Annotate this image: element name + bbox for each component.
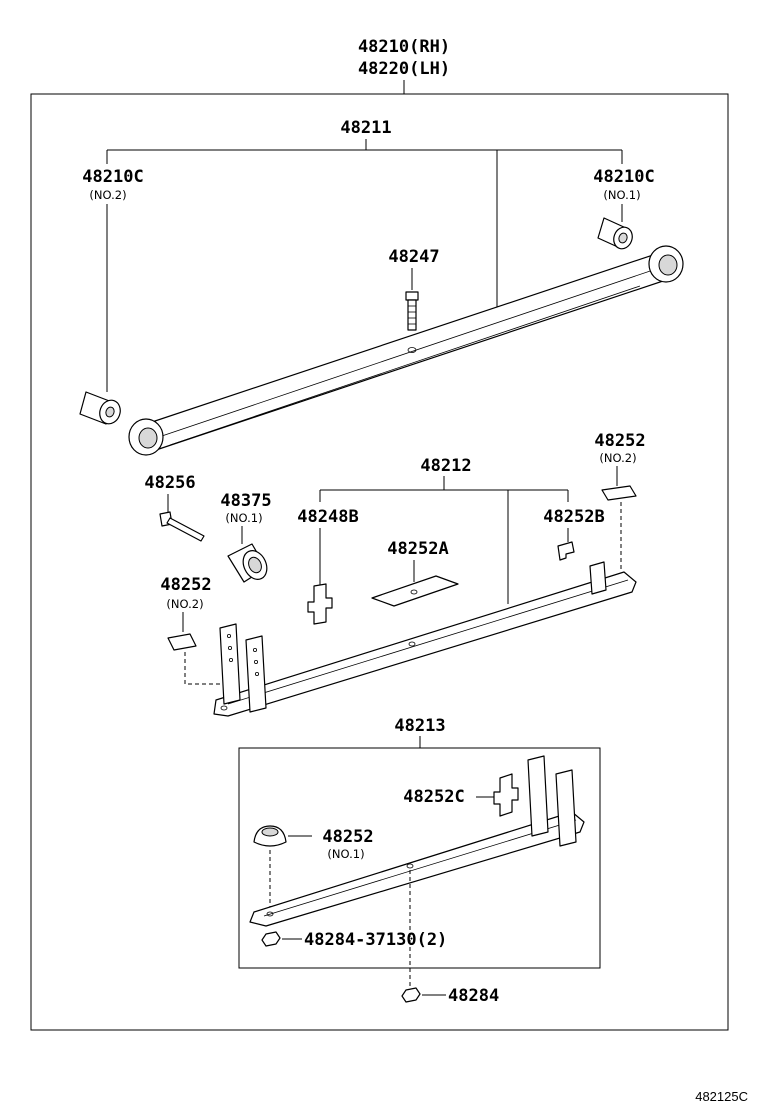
leaf-no3-label[interactable]: 48213: [394, 716, 445, 736]
insert-no1-sub: (NO.1): [327, 847, 364, 861]
bolt-label[interactable]: 48256: [144, 473, 195, 493]
bushing-no1-sub: (NO.1): [603, 188, 640, 202]
bushing-48375-part[interactable]: [227, 543, 271, 583]
leaf-no2-label[interactable]: 48212: [420, 456, 471, 476]
center-bolt-part[interactable]: [405, 291, 419, 331]
insert-48252b-part[interactable]: [557, 541, 575, 561]
insert-top-sub: (NO.2): [599, 451, 636, 465]
leaf-no1-label[interactable]: 48211: [340, 118, 391, 138]
insert-left-dash: [184, 652, 222, 685]
nut-inner-part[interactable]: [261, 931, 281, 947]
bushing-no2-sub: (NO.2): [89, 188, 126, 202]
insert-48252c-label[interactable]: 48252C: [403, 787, 464, 807]
insert-no1-part[interactable]: [253, 825, 287, 847]
leaf-no3-frame: [238, 747, 601, 969]
insert-left-part[interactable]: [167, 633, 197, 651]
insert-top-part[interactable]: [601, 485, 637, 501]
bushing-no2-label[interactable]: 48210C: [82, 167, 143, 187]
bushing-no2-part[interactable]: [79, 391, 124, 427]
bushing-48375-label[interactable]: 48375: [220, 491, 271, 511]
insert-no1-label[interactable]: 48252: [322, 827, 373, 847]
center-bolt-label[interactable]: 48247: [388, 247, 439, 267]
bushing-48375-sub: (NO.1): [225, 511, 262, 525]
bushing-no1-label[interactable]: 48210C: [593, 167, 654, 187]
leaf-no2-part[interactable]: [213, 561, 637, 717]
insert-48252a-part[interactable]: [371, 575, 459, 607]
nut-inner-label[interactable]: 48284-37130(2): [304, 930, 447, 950]
nut-outer-label[interactable]: 48284: [448, 986, 499, 1006]
bolt-part[interactable]: [159, 511, 205, 542]
insert-48252c-part[interactable]: [493, 773, 519, 817]
assembly-frame: [30, 93, 729, 1031]
figure-code: 482125C: [695, 1089, 748, 1104]
assembly-rh-label[interactable]: 48210(RH): [358, 37, 450, 57]
insert-left-label[interactable]: 48252: [160, 575, 211, 595]
leaf-no1-part[interactable]: [128, 245, 684, 456]
assembly-lh-label[interactable]: 48220(LH): [358, 59, 450, 79]
leaf-no3-part[interactable]: [249, 755, 585, 927]
bushing-no1-part[interactable]: [597, 217, 635, 251]
insert-48252b-label[interactable]: 48252B: [543, 507, 604, 527]
insert-left-sub: (NO.2): [166, 597, 203, 611]
insert-top-label[interactable]: 48252: [594, 431, 645, 451]
nut-outer-part[interactable]: [401, 987, 421, 1003]
leaf-no2-bracket: [319, 476, 569, 604]
clip-48248b-part[interactable]: [307, 583, 333, 625]
leaf-no1-bracket: [106, 139, 623, 312]
clip-48248b-label[interactable]: 48248B: [297, 507, 358, 527]
insert-48252a-label[interactable]: 48252A: [387, 539, 448, 559]
